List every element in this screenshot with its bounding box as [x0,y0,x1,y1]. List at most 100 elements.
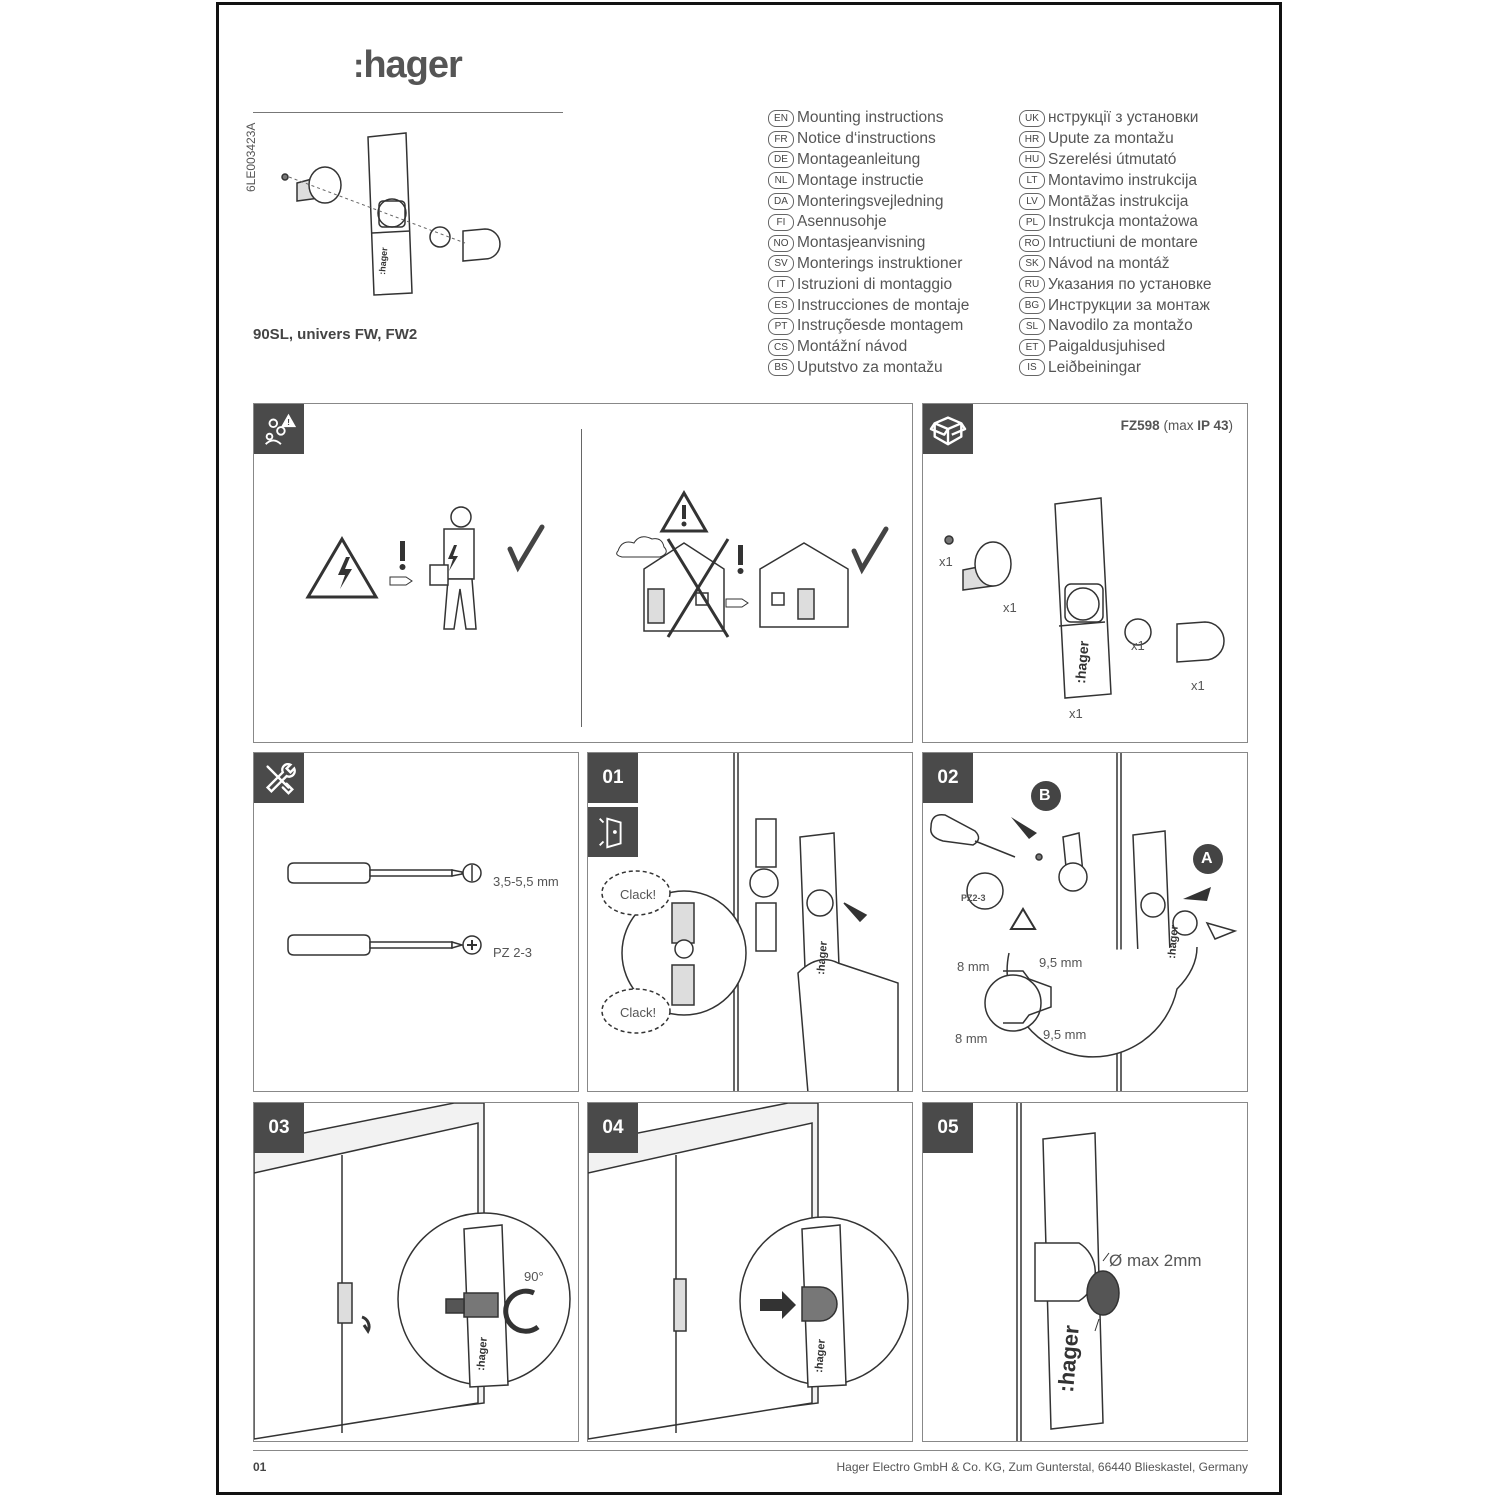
step-04-number: 04 [588,1103,638,1153]
safety-panel: ! [253,403,913,743]
step-01-drawing: :hager [601,753,899,1091]
language-label: Montāžas instrukcija [1048,192,1189,210]
language-code: CS [768,338,794,356]
language-code: SK [1019,255,1045,273]
svg-text::hager: :hager [1053,1324,1084,1394]
language-label: Montageanleitung [797,150,921,168]
step-02-number: 02 [923,753,973,803]
language-label: Asennusohje [797,213,887,231]
phillips-screwdriver-size: PZ 2-3 [493,945,533,960]
language-label: нструкції з установки [1048,109,1199,127]
electrician-scene [305,506,545,630]
language-code: DA [768,193,794,211]
svg-text::hager: :hager [815,940,830,975]
contents-drawing: :hager [944,497,1225,699]
rotation-angle: 90° [524,1269,544,1284]
page-number: 01 [253,1460,267,1474]
language-code: IS [1019,359,1045,377]
diameter-label: Ø max 2mm [1109,1251,1202,1270]
ip-rating: IP 43 [1197,418,1229,433]
language-code: ES [768,297,794,315]
language-label: Instruçõesde montagem [797,317,964,335]
label-b: B [1039,787,1051,804]
qty-screw: x1 [939,554,953,569]
language-code: ET [1019,338,1045,356]
tools-icon [254,753,304,803]
language-code: SL [1019,317,1045,335]
language-code: HR [1019,130,1045,148]
language-label: Инструкции за монтаж [1048,296,1210,314]
step-01-panel: 01 :hager Clack! Clack! [587,752,913,1092]
language-label: Uputstvo za montažu [797,358,943,376]
step-05-panel: 05 :hager Ø max 2mm [922,1102,1248,1442]
header-rule [253,112,563,113]
language-code: FI [768,213,794,231]
language-label: Montasjeanvisning [797,234,926,252]
qty-handle: x1 [1069,706,1083,721]
language-label: Указания по установке [1048,275,1212,293]
language-label: Paigaldusjuhised [1048,338,1166,356]
language-label: Montavimo instrukcija [1048,171,1198,189]
language-code: LV [1019,193,1045,211]
step-04-drawing: :hager [588,1103,909,1440]
language-code: LT [1019,172,1045,190]
clack-top-label: Clack! [620,887,657,902]
language-code: HU [1019,151,1045,169]
language-label: Notice d‘instructions [797,130,936,148]
screwdrivers-drawing [287,862,482,956]
document-code: 6LE003423A [244,122,258,192]
check-icon [851,526,889,575]
step-03-panel: :hager 03 90° [253,1102,579,1442]
language-code: BS [768,359,794,377]
language-label: Instrukcja montażowa [1048,213,1198,231]
qty-insert: x1 [1003,600,1017,615]
language-label: Leiðbeiningar [1048,358,1142,376]
language-label: Szerelési útmutató [1048,150,1177,168]
language-label: Monterings instruktioner [797,254,963,272]
svg-text::hager: :hager [377,246,389,275]
language-label: Monteringsvejledning [797,192,944,210]
svg-text::hager: :hager [813,1338,828,1373]
warning-icon [659,490,709,533]
product-overview-drawing: :hager [281,132,501,296]
label-a: A [1201,850,1213,867]
language-label: Návod na montáž [1048,254,1170,272]
language-code: SV [768,255,794,273]
language-code: IT [768,276,794,294]
language-code: FR [768,130,794,148]
footer-rule [253,1450,1248,1451]
contents-panel: FZ598 (max IP 43) :hager x1 x1 x1 x1 x1 [922,403,1248,743]
dim-95-top: 9,5 mm [1039,955,1083,970]
check-icon [507,524,545,573]
company-address: Hager Electro GmbH & Co. KG, Zum Gunters… [836,1460,1249,1474]
language-label: Intructiuni de montare [1048,234,1198,252]
part-number-line: FZ598 (max IP 43) [1120,418,1233,433]
qty-adapter: x1 [1131,638,1145,653]
language-code: BG [1019,297,1045,315]
svg-text::hager: :hager [1166,924,1181,959]
language-code: NL [768,172,794,190]
tools-panel: 3,5-5,5 mm PZ 2-3 [253,752,579,1092]
language-label: Montážní návod [797,338,908,356]
qty-cover: x1 [1191,678,1205,693]
flat-screwdriver-size: 3,5-5,5 mm [493,874,559,889]
door-mount-icon [588,807,638,857]
language-code: DE [768,151,794,169]
step-05-drawing: :hager [1016,1103,1120,1441]
